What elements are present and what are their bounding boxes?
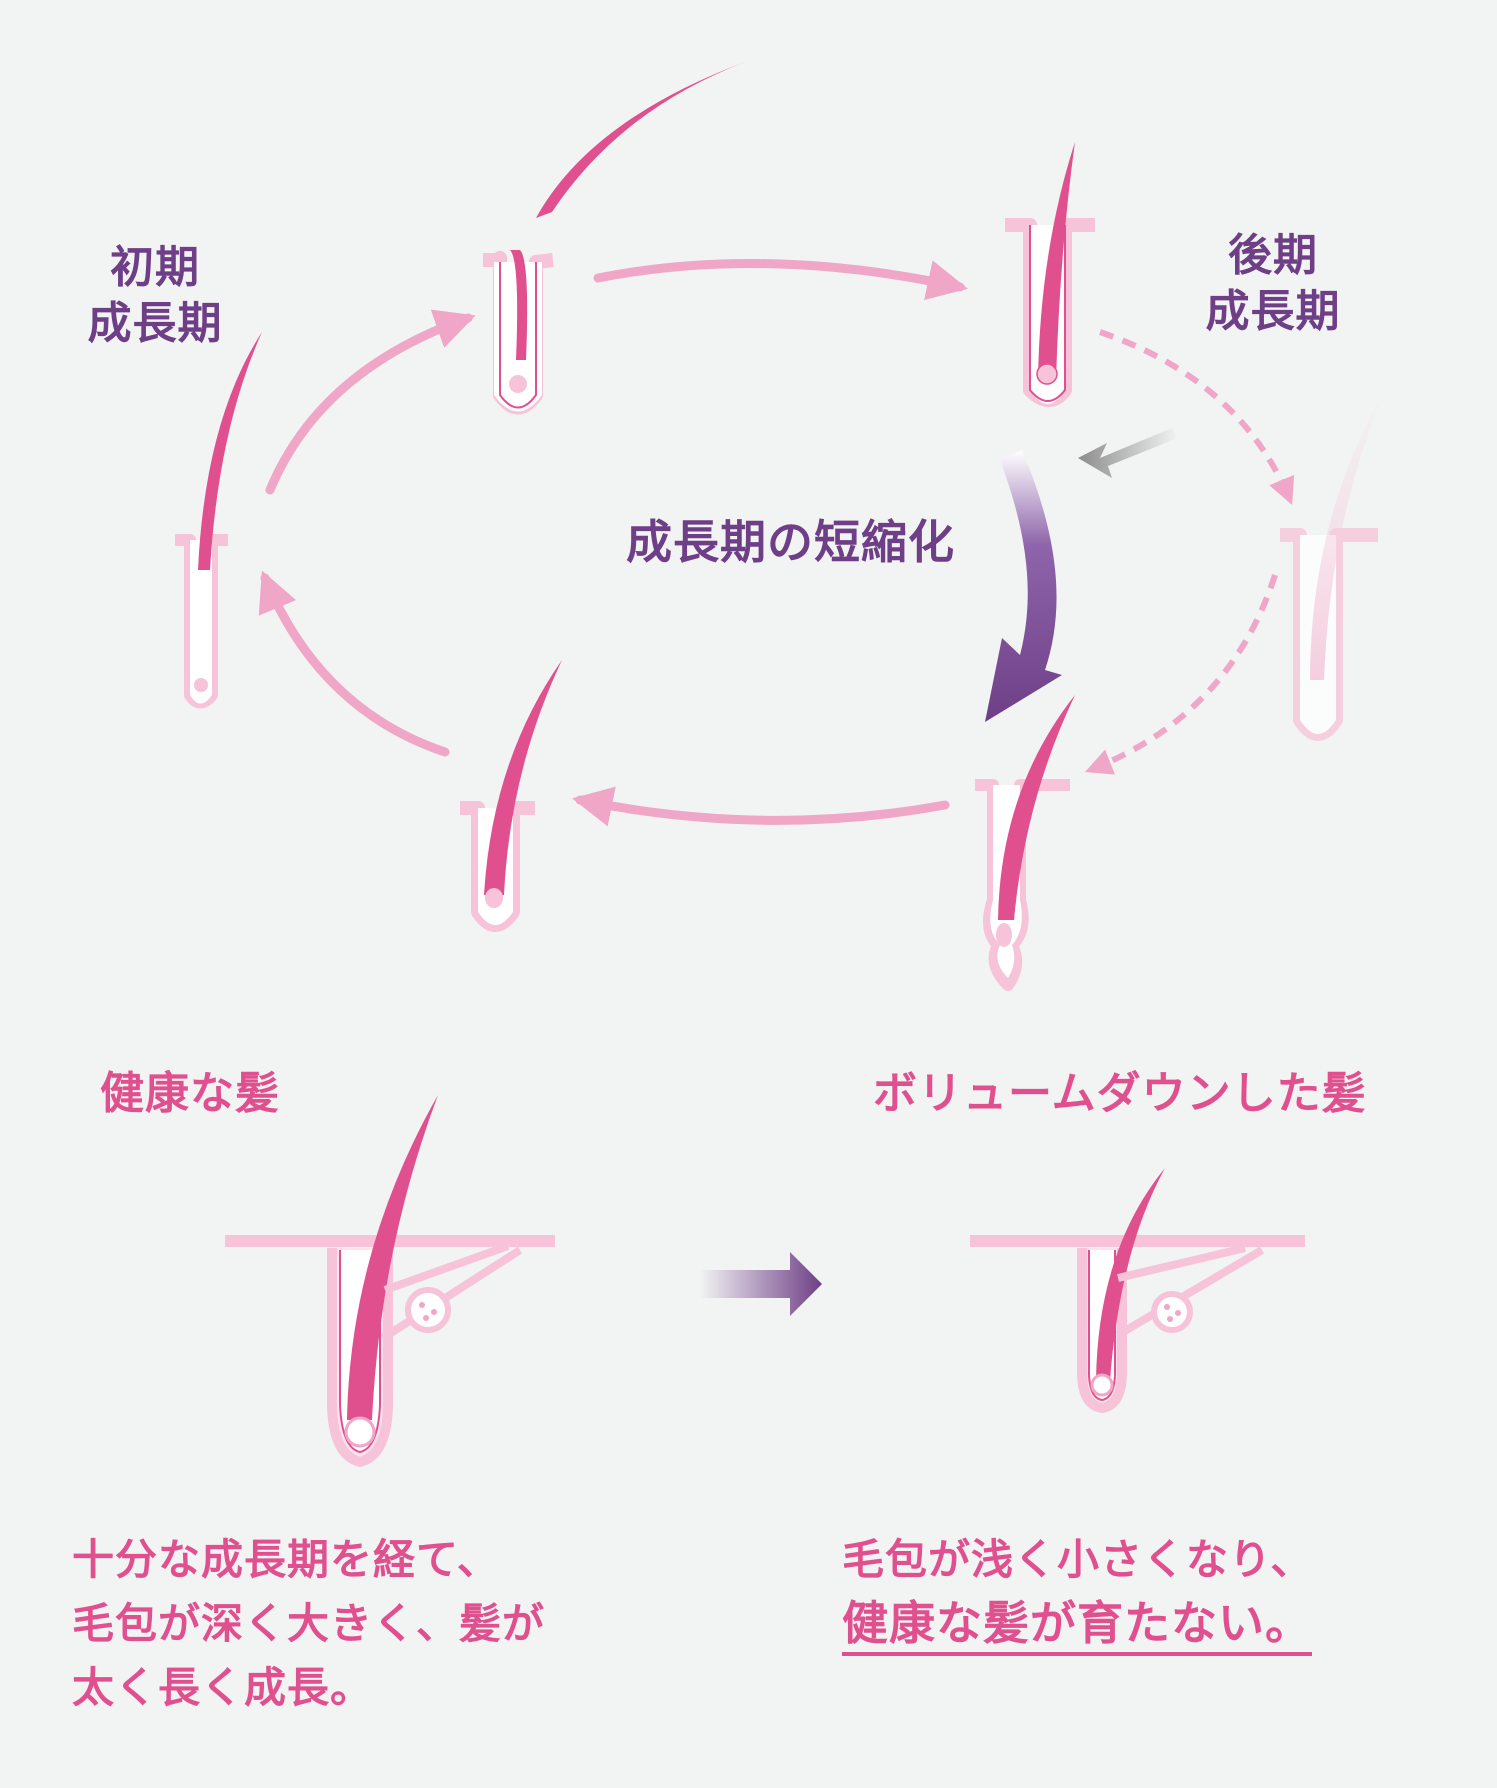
early-anagen-label: 初期 成長期 — [87, 242, 223, 349]
sebaceous-gland — [1151, 1291, 1193, 1333]
arrow-left-up — [265, 309, 476, 495]
arrow-left-down — [258, 570, 450, 757]
hair-strand — [347, 1095, 438, 1420]
hair-strand — [1310, 390, 1385, 680]
arrow-top — [593, 258, 968, 300]
arrow-bottom — [572, 786, 950, 827]
shortening-label: 成長期の短縮化 — [626, 515, 955, 569]
volume-down-hair-title: ボリュームダウンした髪 — [873, 1068, 1367, 1119]
follicle-top-center — [483, 62, 745, 415]
hair-strand — [1038, 142, 1075, 380]
hair-strand — [1096, 1168, 1165, 1380]
healthy-hair-section — [225, 1095, 555, 1468]
follicle-right-faded — [1280, 390, 1385, 741]
sebaceous-gland — [405, 1287, 451, 1333]
hair-strand — [198, 332, 262, 570]
late-anagen-label: 後期 成長期 — [1205, 230, 1341, 337]
follicle-left — [175, 332, 262, 709]
healthy-hair-title: 健康な髪 — [100, 1068, 280, 1119]
volume-down-emphasis: 健康な髪が育たない。 — [842, 1596, 1312, 1656]
arrow-dashed-right — [1099, 329, 1295, 505]
arrow-gray — [1078, 428, 1178, 478]
arrow-dashed-return — [1084, 574, 1278, 775]
description-line: 毛包が浅く小さくなり、 — [842, 1535, 1314, 1584]
cycle-arrows — [258, 258, 1295, 827]
hair-strand — [998, 695, 1075, 920]
follicle-top-right — [1005, 142, 1095, 407]
hair-strand — [536, 62, 745, 218]
follicle-bottom-center — [460, 660, 562, 932]
hair-shaft — [510, 250, 528, 360]
description-line: 十分な成長期を経て、 — [72, 1535, 500, 1584]
volume-down-hair-section — [970, 1168, 1305, 1414]
hair-strand — [484, 660, 562, 895]
description-line: 毛包が深く大きく、髪が — [72, 1599, 546, 1648]
volume-down-description: 毛包が浅く小さくなり、 健康な髪が育たない。 — [842, 1528, 1313, 1657]
description-line: 太く長く成長。 — [72, 1663, 374, 1712]
arrow-comparison — [700, 1252, 822, 1316]
arrow-shortening — [985, 450, 1062, 722]
follicle-bottom-right — [975, 695, 1075, 991]
healthy-hair-description: 十分な成長期を経て、 毛包が深く大きく、髪が 太く長く成長。 — [72, 1528, 545, 1720]
